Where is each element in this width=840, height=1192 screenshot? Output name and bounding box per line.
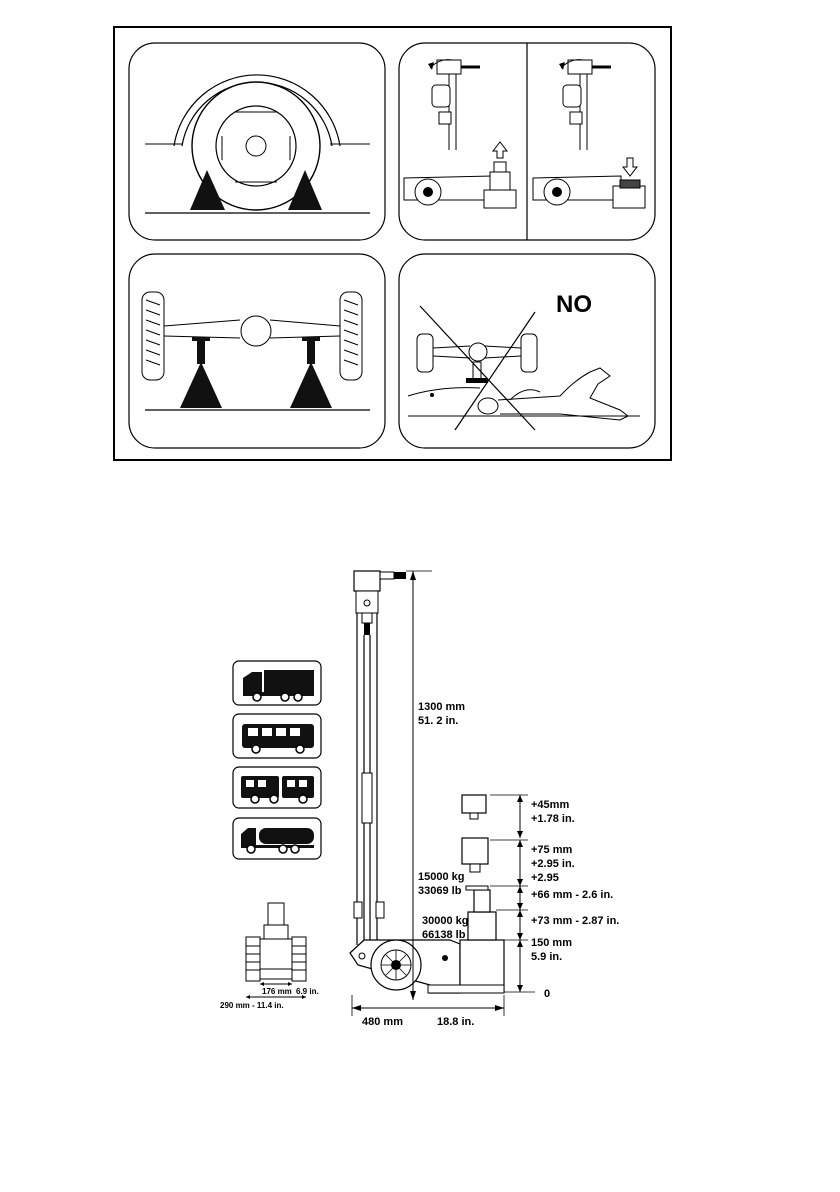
- no-text: NO: [556, 291, 592, 318]
- arrow-down-icon: [623, 158, 637, 176]
- extension-45-mm-label: +45mm: [531, 799, 569, 811]
- base-height-in-label: 5.9 in.: [531, 951, 562, 963]
- arrow-up-icon: [493, 142, 507, 158]
- max-height-mm-label: 1300 mm: [418, 701, 465, 713]
- panel-lift-lower: [399, 43, 655, 240]
- valve-open-icon: [428, 60, 480, 150]
- jack-lifting-icon: [404, 142, 516, 208]
- max-height-in-label: 51. 2 in.: [418, 715, 458, 727]
- extension-45-in-label: +1.78 in.: [531, 813, 575, 825]
- stage2-capacity-kg-label: 30000 kg: [422, 915, 468, 927]
- stage1-capacity-kg-label: 15000 kg: [418, 871, 464, 883]
- vehicle-icons: [233, 661, 321, 859]
- length-in-label: 18.8 in.: [437, 1016, 474, 1028]
- stage2-stroke-label: +73 mm - 2.87 in.: [531, 915, 619, 927]
- articulated-bus-icon: [233, 767, 321, 808]
- right-stand-icon: [290, 362, 332, 408]
- front-view-diagram: 176 mm 6.9 in. 290 mm - 11.4 in.: [220, 903, 319, 1010]
- bus-icon: [233, 714, 321, 758]
- zero-label: 0: [544, 988, 550, 1000]
- cylinder-stage-1: [474, 890, 490, 912]
- truck-icon: [233, 661, 321, 705]
- tanker-truck-icon: [233, 818, 321, 859]
- differential-icon: [241, 316, 271, 346]
- left-wheel-icon: [417, 334, 433, 372]
- cross-line: [420, 306, 535, 430]
- left-wheel-icon: [142, 292, 164, 380]
- inner-width-label: 176 mm: [262, 987, 292, 996]
- valve-close-icon: [559, 60, 611, 150]
- right-wheel-icon: [292, 937, 306, 981]
- right-wheel-icon: [340, 292, 362, 380]
- inner-width-in-label: 6.9 in.: [296, 987, 319, 996]
- extension-45-icon: [462, 795, 486, 819]
- panel-axle-stands: [129, 254, 385, 448]
- stage1-capacity-lb-label: 33069 lb: [418, 885, 462, 897]
- right-wheel-icon: [521, 334, 537, 372]
- left-wheel-icon: [246, 937, 260, 981]
- base-height-mm-label: 150 mm: [531, 937, 572, 949]
- outer-width-label: 290 mm - 11.4 in.: [220, 1001, 284, 1010]
- jack-lowering-icon: [533, 158, 645, 208]
- extension-75-in2-label: +2.95: [531, 872, 559, 884]
- extension-75-icon: [462, 838, 488, 872]
- panel-wheel-chocks: [129, 43, 385, 240]
- extension-75-in-label: +2.95 in.: [531, 858, 575, 870]
- left-stand-icon: [180, 362, 222, 408]
- stage2-capacity-lb-label: 66138 lb: [422, 929, 466, 941]
- handle-grip: [394, 572, 406, 579]
- cylinder-stage-2: [468, 912, 496, 940]
- person-lying-icon: [478, 368, 628, 420]
- extension-75-mm-label: +75 mm: [531, 844, 572, 856]
- length-mm-label: 480 mm: [362, 1016, 403, 1028]
- cylinder-base: [460, 940, 504, 992]
- panel-no-warning: NO: [399, 254, 655, 448]
- stage1-stroke-label: +66 mm - 2.6 in.: [531, 889, 613, 901]
